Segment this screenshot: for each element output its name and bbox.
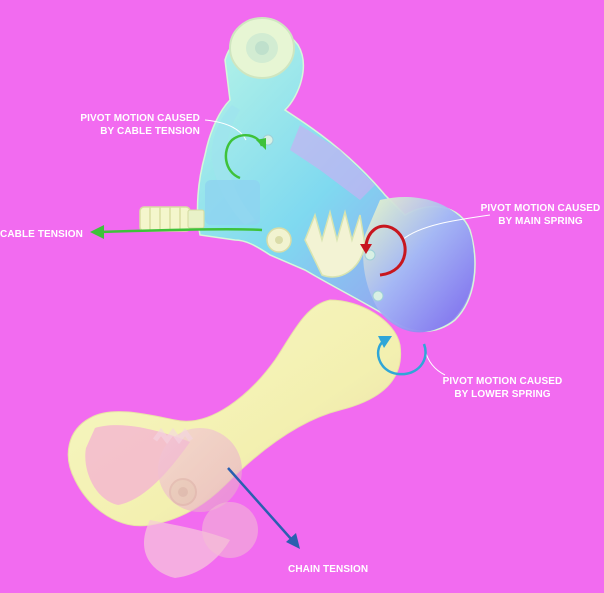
label-cable-pivot-line2: BY CABLE TENSION [100, 126, 200, 137]
cable-adjuster [139, 206, 292, 253]
label-main-spring-line2: BY MAIN SPRING [498, 216, 583, 227]
leader-lower-spring [424, 349, 446, 376]
upper-body [196, 17, 476, 333]
label-main-spring-pivot: PIVOT MOTION CAUSED BY MAIN SPRING [478, 202, 603, 228]
label-lower-spring-line2: BY LOWER SPRING [454, 389, 551, 400]
parallelogram-teeth [304, 209, 366, 278]
leader-main-spring [401, 214, 491, 241]
main-spring-arrow [360, 224, 407, 277]
chain-tension-arrow [227, 467, 300, 549]
leader-cable-pivot [204, 119, 247, 141]
label-lower-spring-pivot: PIVOT MOTION CAUSED BY LOWER SPRING [440, 375, 565, 401]
cable-pivot-arrow [224, 133, 266, 180]
label-cable-tension: CABLE TENSION [0, 229, 83, 240]
label-lower-spring-line1: PIVOT MOTION CAUSED [442, 376, 563, 387]
lower-pulley [153, 427, 258, 558]
label-main-spring-line1: PIVOT MOTION CAUSED [480, 203, 601, 214]
cable-tension-arrow [90, 225, 263, 239]
lower-spring-arrow [376, 336, 427, 376]
label-cable-pivot: PIVOT MOTION CAUSED BY CABLE TENSION [70, 112, 200, 138]
label-chain-tension: CHAIN TENSION [288, 564, 369, 575]
label-cable-pivot-line1: PIVOT MOTION CAUSED [80, 113, 200, 124]
